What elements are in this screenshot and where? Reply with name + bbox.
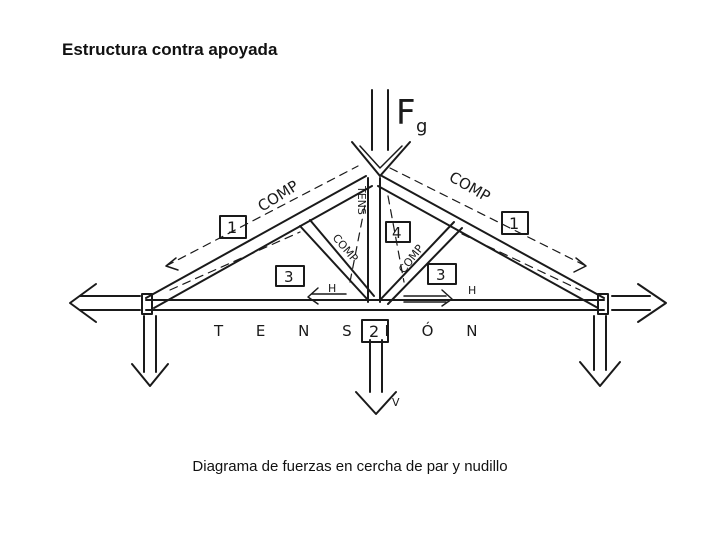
tension-bottom-label: T E N S I Ó N <box>213 321 491 340</box>
vertical-reactions <box>131 315 621 415</box>
member-number-bottom-chord: 2 <box>369 322 379 341</box>
tens-vertical-label: TENS <box>355 185 368 215</box>
member-number-boxes <box>219 211 529 343</box>
load-label: F <box>396 93 416 133</box>
slide-title: Estructura contra apoyada <box>62 40 278 59</box>
member-number-right-web: 3 <box>436 266 446 284</box>
load-arrow <box>351 89 411 177</box>
member-number-king-post: 4 <box>392 224 402 242</box>
v-label: V <box>392 396 400 409</box>
h-right-label: H <box>468 284 476 297</box>
h-arrows <box>307 287 453 307</box>
h-left-label: H <box>328 282 336 295</box>
load-subscript: g <box>416 116 427 137</box>
member-number-left-rafter: 1 <box>227 218 237 237</box>
horizontal-reactions <box>69 283 667 323</box>
member-number-right-rafter: 1 <box>509 214 519 233</box>
diagram-caption: Diagrama de fuerzas en cercha de par y n… <box>192 458 508 475</box>
truss-members <box>141 175 609 315</box>
comp-left-label: COMP <box>255 177 302 216</box>
compression-dashes <box>165 165 587 291</box>
comp-web-right-label: COMP <box>396 242 426 276</box>
member-number-left-web: 3 <box>284 268 294 286</box>
